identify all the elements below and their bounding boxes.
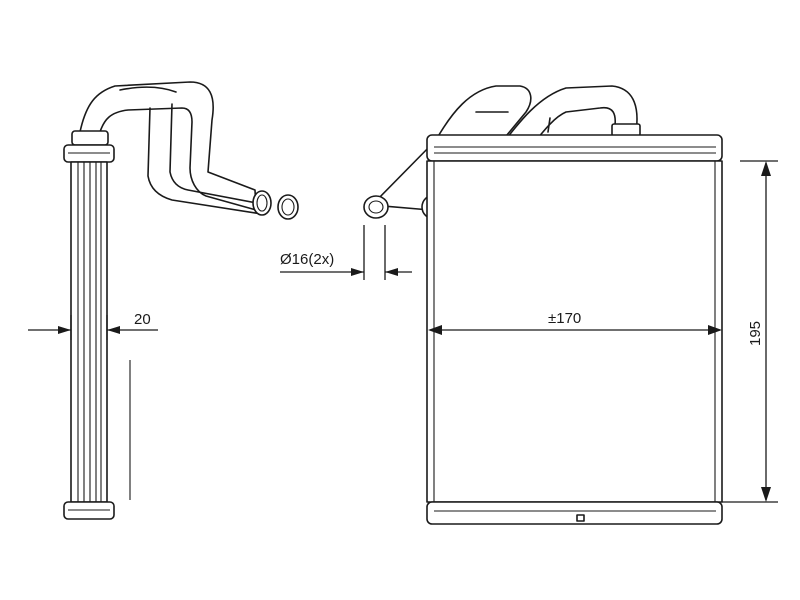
front-view-core: [426, 160, 723, 503]
dimension-core-height: 195: [722, 160, 778, 503]
side-view-bottom-tank: [63, 501, 115, 520]
dimension-side-depth: 20: [28, 311, 158, 340]
side-view-core: [70, 161, 108, 503]
side-view-pipes: [79, 81, 299, 220]
core-height-label: 195: [747, 321, 764, 346]
pipe-end: [363, 195, 389, 219]
front-view: [363, 85, 723, 525]
side-depth-label: 20: [134, 311, 151, 328]
dimension-core-width: ±170: [428, 310, 722, 335]
pipe-diameter-label: Ø16(2x): [280, 251, 334, 268]
front-view-top-tank: [426, 134, 723, 162]
pipe-end: [252, 190, 272, 216]
side-view: [63, 81, 299, 520]
pipe-end: [277, 194, 299, 220]
side-view-top-tank: [63, 130, 115, 163]
front-view-bottom-tank: [426, 501, 723, 525]
core-width-label: ±170: [548, 310, 581, 327]
dimension-pipe-diameter: Ø16(2x): [280, 225, 412, 280]
